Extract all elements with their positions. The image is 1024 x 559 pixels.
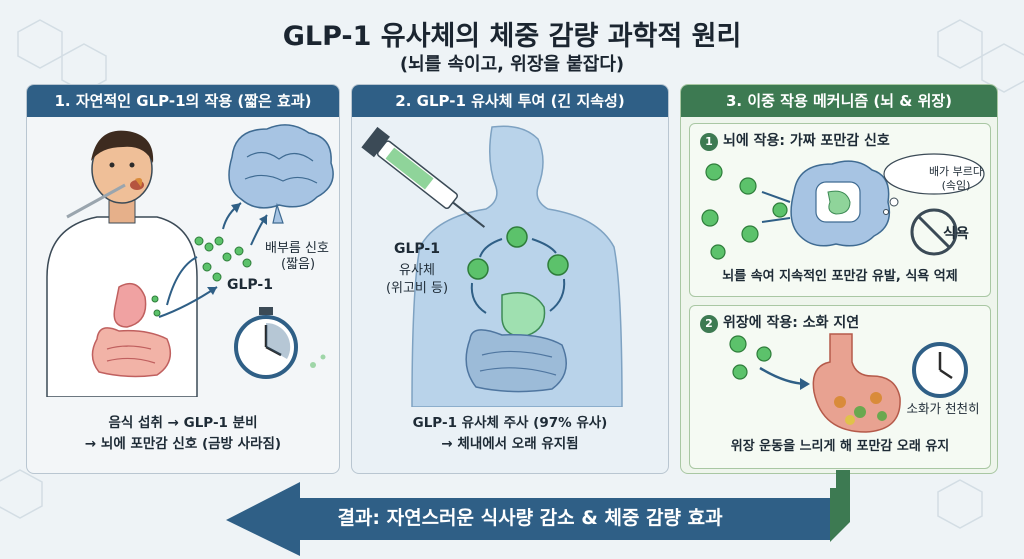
bubble-text-line2: (속임)	[941, 179, 971, 192]
panel1-caption-line1: 음식 섭취 → GLP-1 분비	[108, 415, 258, 431]
intestine-illustration	[465, 329, 567, 393]
panel-natural-glp1: 1. 자연적인 GLP-1의 작용 (짧은 효과)	[26, 84, 340, 474]
step-number-2: 2	[700, 315, 718, 333]
page-title: GLP-1 유사체의 체중 감량 과학적 원리	[282, 21, 742, 52]
analog-label-line2: 유사체	[399, 263, 435, 278]
analog-label-line3: (위고비 등)	[385, 281, 449, 296]
brain-with-stomach-illustration	[790, 160, 891, 247]
no-appetite-label: 식욕	[943, 226, 969, 242]
panel2-caption-line2: → 체내에서 오래 유지됨	[441, 436, 579, 452]
panel3-header: 3. 이중 작용 메커니즘 (뇌 & 위장)	[681, 85, 997, 117]
panel2-caption-line1: GLP-1 유사체 주사 (97% 유사)	[412, 415, 608, 431]
stomach-action-illustration	[729, 333, 968, 433]
fullness-signal-label: 배부름 신호	[265, 241, 329, 256]
glp1-molecules	[151, 236, 252, 317]
person-eating-illustration	[46, 130, 198, 397]
panel1-header: 1. 자연적인 GLP-1의 작용 (짧은 효과)	[27, 85, 339, 117]
brain-action-caption: 뇌를 속여 지속적인 포만감 유발, 식욕 억제	[722, 269, 958, 284]
result-text: 결과: 자연스러운 식사량 감소 & 체중 감량 효과	[337, 507, 723, 529]
analog-label-line1: GLP-1	[394, 241, 440, 257]
step-number-1: 1	[700, 133, 718, 151]
syringe-icon	[361, 126, 486, 228]
analog-molecules	[701, 163, 788, 260]
stomach-illustration	[501, 292, 546, 338]
panel1-caption-line2: → 뇌에 포만감 신호 (금방 사라짐)	[84, 436, 282, 452]
bubble-text-line1: 배가 부르다	[928, 165, 984, 178]
clock-icon	[912, 342, 968, 398]
slow-digestion-label: 소화가 천천히	[906, 401, 980, 416]
brain-action-illustration	[701, 153, 985, 260]
panel2-illustration	[361, 125, 623, 407]
body-silhouette	[411, 125, 623, 407]
glp1-label: GLP-1	[227, 277, 273, 293]
stomach-food-illustration	[812, 333, 901, 433]
stopwatch-icon	[234, 307, 326, 379]
result-arrow	[226, 470, 850, 556]
fullness-short-label: (짧음)	[281, 257, 316, 272]
thought-bubble	[883, 153, 985, 215]
no-appetite-icon	[910, 208, 958, 256]
stomach-action-caption: 위장 운동을 느리게 해 포만감 오래 유지	[730, 439, 950, 454]
panel2-header: 2. GLP-1 유사체 투여 (긴 지속성)	[352, 85, 668, 117]
panel-glp1-analog: 2. GLP-1 유사체 투여 (긴 지속성) GLP-1 유사체 (위	[351, 84, 669, 474]
glp1-analog-molecules	[467, 226, 569, 280]
page-subtitle: (뇌를 속이고, 위장을 붙잡다)	[399, 54, 625, 75]
brain-illustration	[228, 124, 334, 224]
panel1-illustration	[46, 124, 334, 397]
